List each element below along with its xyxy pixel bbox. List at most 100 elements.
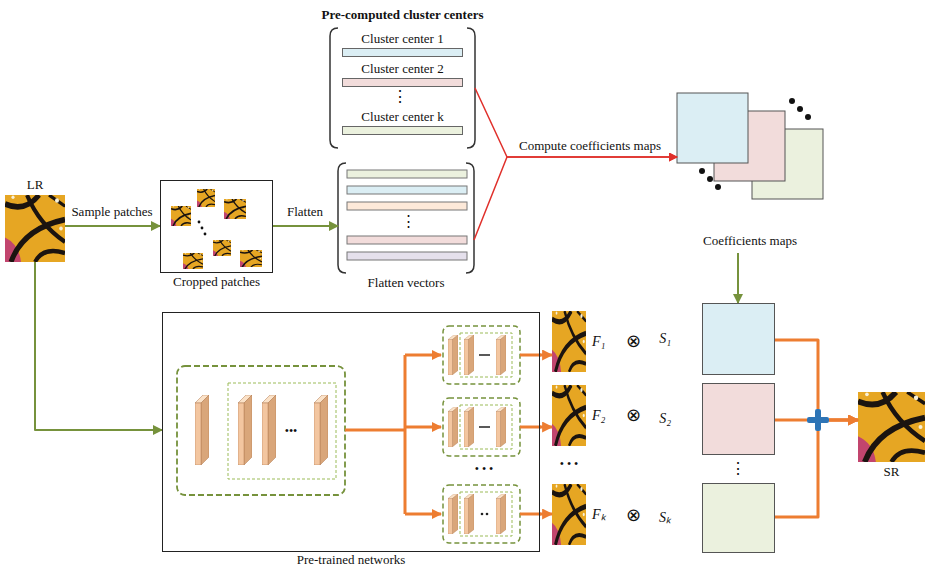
backbone-network [262, 395, 276, 465]
ellipsis: ⋮ [392, 88, 408, 106]
internal-flow [345, 429, 405, 432]
output-image: F₂ [552, 385, 586, 446]
edge-label: Sample patches [70, 205, 153, 220]
node-label: Cluster center 2 [361, 62, 443, 77]
internal-flow [520, 354, 541, 357]
coefficient-map-stack [789, 98, 795, 104]
node-label: S₁ [659, 331, 671, 347]
coefficient-map-stack [677, 93, 823, 199]
node-label: F₁ [592, 333, 605, 349]
patch-box: Cropped patches [160, 180, 273, 273]
patch-thumbnails [183, 253, 203, 269]
branch-network [460, 492, 512, 536]
step-label: Compute coefficients maps [519, 139, 661, 154]
sum-symbol [807, 409, 829, 431]
internal-flow [520, 513, 541, 516]
node-label: Cropped patches [173, 275, 260, 290]
backbone-network [314, 395, 328, 465]
bracket [467, 28, 475, 148]
network-box: Pre-trained networks [162, 312, 540, 552]
flatten-vector-bar [347, 202, 467, 210]
flatten-vector-bar [347, 186, 467, 194]
connector-arrow [775, 340, 858, 420]
coefficient-map-stack [715, 184, 721, 190]
internal-flow [520, 426, 541, 429]
node-label: Flatten vectors [368, 276, 445, 291]
branch-network [464, 494, 474, 534]
connector-arrow [737, 253, 739, 303]
connector-arrow [540, 426, 552, 429]
connector-arrow [273, 225, 338, 227]
internal-flow [405, 426, 441, 429]
coefficient-stack: Coefficients maps [677, 93, 823, 253]
connector-arrow [775, 420, 858, 517]
output-image: Fₖ [552, 484, 586, 545]
bracket [330, 28, 475, 273]
backbone-network [177, 366, 345, 495]
branch-network [464, 335, 474, 375]
flatten-vector-bar [347, 170, 467, 260]
output-image [552, 385, 586, 446]
branch-network [496, 494, 506, 534]
multiply-symbol: ⊗ [626, 405, 641, 426]
coefficient-map-stack [797, 106, 803, 112]
output-image: F₁ [552, 311, 586, 372]
flatten-vector-bar [347, 252, 467, 260]
internal-flow [405, 354, 441, 357]
bracket [330, 28, 338, 148]
connector-arrow [65, 225, 160, 227]
connector-arrow [474, 157, 677, 240]
branch-network [443, 326, 520, 543]
node-label: F₂ [592, 407, 605, 423]
patch-thumbnails [201, 227, 204, 230]
connector-group [35, 88, 858, 517]
branch-network [448, 407, 458, 447]
flatten-vector-bar [347, 170, 467, 178]
patch-thumbnails [171, 206, 191, 226]
branch-network [496, 335, 506, 375]
branch-network [460, 333, 512, 377]
patch-thumbnails [204, 233, 207, 236]
node-label: Cluster center k [361, 110, 443, 125]
output-image [552, 484, 586, 545]
connector-arrow [540, 513, 552, 516]
backbone-network [195, 395, 209, 465]
patch-thumbnails [213, 240, 231, 256]
branch-network [443, 485, 520, 543]
branch-network [443, 326, 520, 384]
edge-label: Flatten [286, 205, 324, 220]
coefficient-map-stack [707, 176, 713, 182]
branch-network [460, 405, 512, 449]
sum-symbol [807, 417, 829, 423]
cluster-bar: Cluster center k [342, 126, 463, 135]
branch-network [479, 426, 490, 428]
branch-network [448, 335, 458, 375]
input-image: LR [5, 195, 65, 262]
coefficient-map-stack [677, 93, 748, 163]
coefficient-map: Sₖ [702, 483, 775, 553]
connector-arrow [475, 88, 677, 157]
branch-network [481, 513, 484, 516]
branch-network [486, 513, 489, 516]
patch-thumbnails [224, 199, 246, 219]
patch-thumbnails [240, 250, 262, 267]
branch-network [464, 407, 474, 447]
node-label: Pre-trained networks [297, 553, 406, 568]
internal-flow [404, 355, 407, 514]
cluster-bar: Cluster center 1 [342, 48, 463, 57]
branch-network [443, 398, 520, 456]
node-label: Cluster center 1 [361, 32, 443, 47]
node-label: S₂ [659, 411, 671, 427]
branch-network [479, 354, 490, 356]
multiply-symbol: ⊗ [626, 331, 641, 352]
patch-thumbnails [197, 189, 215, 207]
input-image [5, 195, 65, 262]
connector-arrow [35, 262, 162, 430]
connector-arrow [540, 354, 552, 357]
backbone-network [228, 383, 336, 479]
node-label: Fₖ [592, 506, 606, 522]
output-image [552, 311, 586, 372]
output-image [858, 392, 925, 462]
